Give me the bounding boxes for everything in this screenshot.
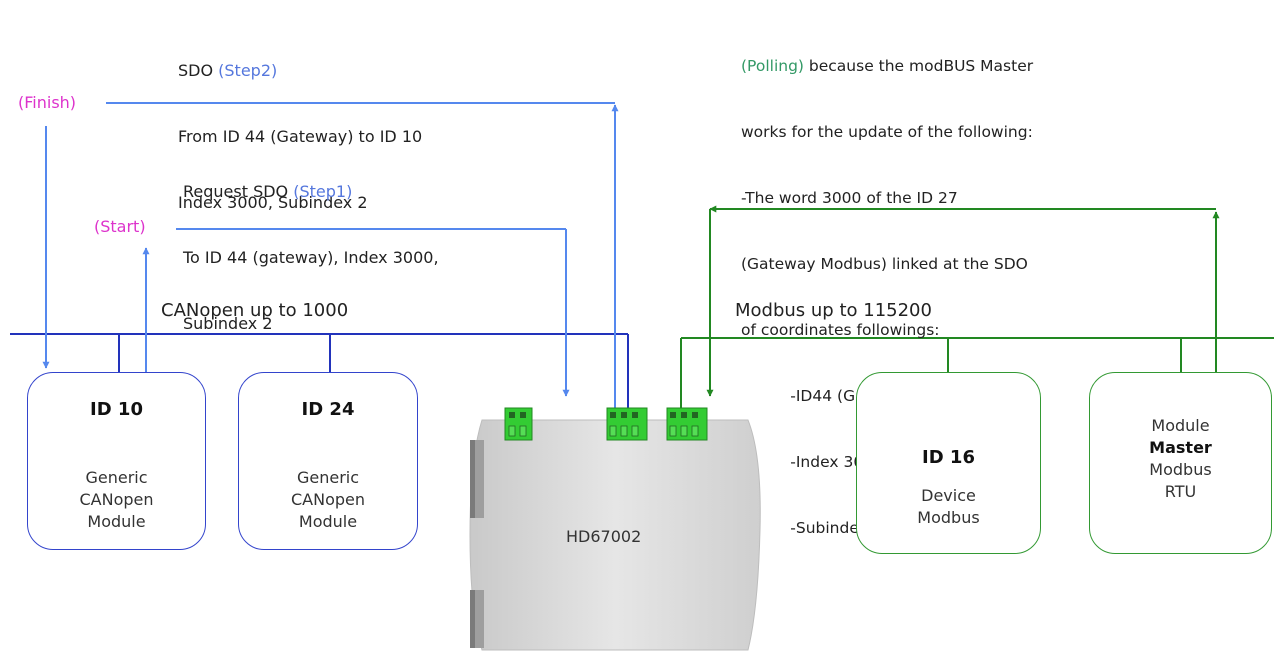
step2-tag: (Step2) — [218, 61, 278, 80]
modbus-bus — [680, 337, 1274, 410]
polling-line-1: works for the update of the following: — [741, 123, 1033, 141]
canopen-bus-label: CANopen up to 1000 — [161, 300, 349, 321]
device-id24: ID 24 Generic CANopen Module — [238, 372, 418, 550]
master-line4: RTU — [1164, 482, 1197, 501]
step1-line3: Subindex 2 — [183, 314, 273, 333]
step1-prefix: Request SDO — [183, 182, 294, 201]
device-modbus-master: Module Master Modbus RTU — [1089, 372, 1272, 554]
device-id24-desc: Generic CANopen Module — [290, 468, 365, 531]
step2-line2: From ID 44 (Gateway) to ID 10 — [178, 127, 423, 146]
polling-tag: (Polling) — [741, 57, 804, 75]
finish-label: (Finish) — [18, 93, 77, 112]
device-id24-title: ID 24 — [301, 399, 355, 420]
terminal-connector-left — [504, 407, 533, 441]
terminal-connector-canopen — [606, 407, 648, 441]
step2-line3: Index 3000, Subindex 2 — [178, 193, 368, 212]
device-id16: ID 16 Device Modbus — [856, 372, 1041, 554]
step2-annotation: SDO (Step2) From ID 44 (Gateway) to ID 1… — [178, 16, 422, 258]
step1-annotation: Request SDO (Step1) To ID 44 (gateway), … — [183, 137, 439, 379]
polling-arrow — [706, 205, 1220, 397]
polling-line-3: (Gateway Modbus) linked at the SDO — [741, 255, 1028, 273]
device-id10-title: ID 10 — [90, 399, 143, 420]
device-id16-desc: Device Modbus — [917, 486, 980, 527]
step1-title-line: Request SDO (Step1) — [183, 181, 439, 203]
sdo-response-arrow — [42, 102, 619, 410]
sdo-request-arrow — [142, 228, 570, 397]
start-label: (Start) — [94, 217, 146, 236]
device-id10-desc: Generic CANopen Module — [79, 468, 154, 531]
step2-title-line: SDO (Step2) — [178, 60, 422, 82]
device-id16-title: ID 16 — [922, 447, 975, 468]
canopen-bus — [10, 333, 629, 410]
terminal-connector-modbus — [666, 407, 708, 441]
polling-title-line: (Polling) because the modBUS Master — [741, 55, 1033, 77]
polling-line-2: -The word 3000 of the ID 27 — [741, 189, 958, 207]
polling-rest: because the modBUS Master — [803, 57, 1034, 75]
step1-tag: (Step1) — [293, 182, 353, 201]
device-id10: ID 10 Generic CANopen Module — [27, 372, 206, 550]
step1-line2: To ID 44 (gateway), Index 3000, — [183, 248, 439, 267]
polling-line-4: of coordinates followings: — [741, 321, 940, 339]
gateway-device — [469, 419, 761, 651]
master-line1: Module — [1151, 416, 1210, 435]
master-line3: Modbus — [1149, 460, 1212, 479]
step2-prefix: SDO — [178, 61, 219, 80]
master-line2: Master — [1149, 438, 1212, 457]
modbus-bus-label: Modbus up to 115200 — [735, 300, 932, 321]
gateway-label: HD67002 — [566, 527, 642, 546]
